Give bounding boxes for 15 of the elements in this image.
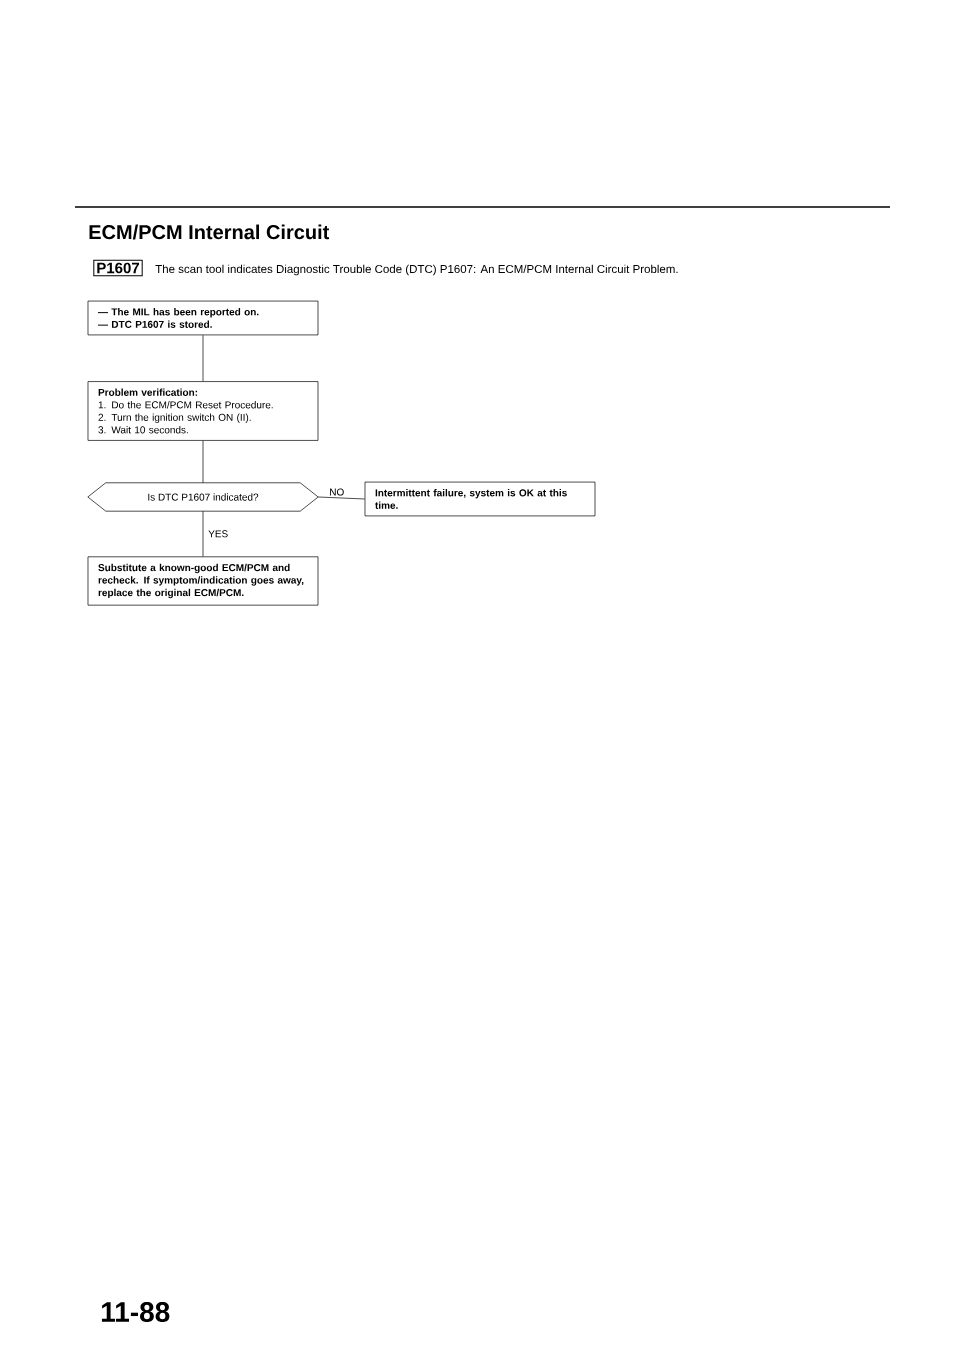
process-box: Problem verification: 1. Do the ECM/PCM Reset Procedure. 2. Turn the ignition switch ON (II). 3. Wait 10 seconds. [87,381,319,441]
connector-line [202,510,204,557]
edge-label: NO [328,487,346,497]
section-title: ECM/PCM Internal Circuit [89,224,330,240]
page-number: 11-88 [101,1302,170,1322]
badge: P1607 [93,259,143,277]
result-box: Intermittent failure, system is OK at this time. [364,481,596,517]
decision-hexagon: Is DTC P1607 indicated? [87,482,319,512]
connector-line [202,440,204,484]
process-box: Substitute a known-good ECM/PCM and recheck. If symptom/indication goes away, replace the original ECM/PCM. [87,556,319,606]
description-text: The scan tool indicates Diagnostic Trouble Code (DTC) P1607: An ECM/PCM Internal Circuit Problem. [155,264,678,276]
note-box: — The MIL has been reported on. — DTC P1607 is stored. [87,300,319,336]
connector-line [317,496,365,500]
edge-label: YES [207,529,230,539]
connector-line [202,334,204,382]
